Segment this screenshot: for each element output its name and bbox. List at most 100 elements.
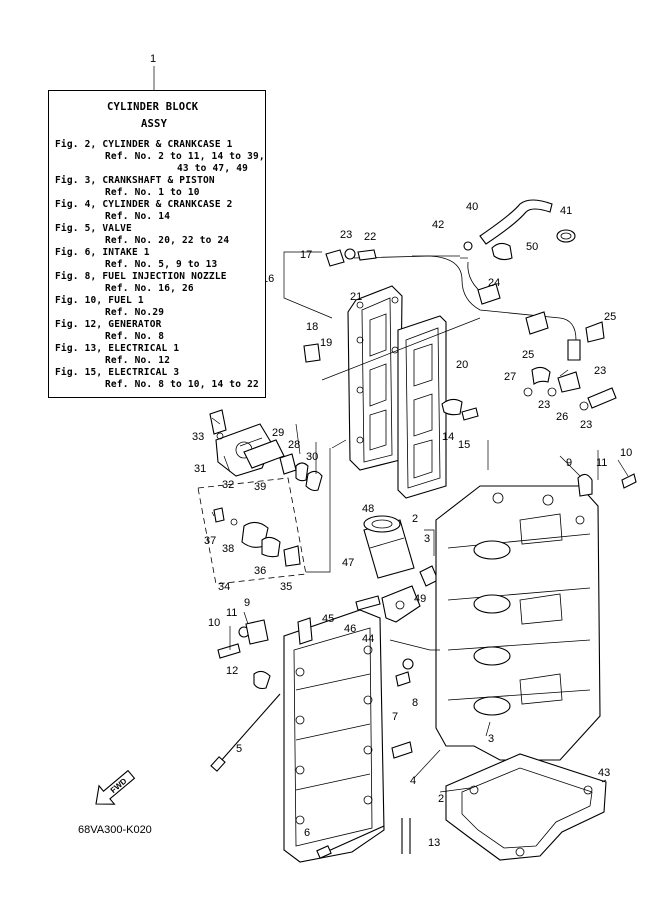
callout: 48: [362, 503, 374, 515]
callout: 12: [226, 665, 238, 677]
cover-gasket: [397, 315, 447, 499]
callout: 25: [522, 349, 534, 361]
callout: 45: [322, 613, 334, 625]
oil-filter-48: [363, 515, 415, 579]
legend-line: Ref. No. 2 to 11, 14 to 39,: [105, 151, 265, 162]
callout: 44: [362, 633, 374, 645]
callout: 50: [526, 241, 538, 253]
callout: 3: [488, 733, 494, 745]
callout: 19: [320, 337, 332, 349]
callout: 25: [604, 311, 616, 323]
hose-40: [479, 199, 553, 245]
bolts: [209, 343, 637, 859]
legend-line: Fig. 4, CYLINDER & CRANKCASE 2: [55, 199, 233, 210]
callout: 3: [424, 533, 430, 545]
callout: 24: [488, 277, 500, 289]
callout: 37: [204, 535, 216, 547]
callout: 35: [280, 581, 292, 593]
legend-line: Fig. 12, GENERATOR: [55, 319, 162, 330]
fwd-arrow: FWD: [95, 769, 136, 805]
callout: 10: [620, 447, 632, 459]
legend-line: Ref. No.29: [105, 307, 165, 318]
clip-50: [491, 242, 513, 261]
union-49: [419, 565, 439, 587]
callout: 40: [466, 201, 478, 213]
callout: 2: [412, 513, 418, 525]
callout: 21: [350, 291, 362, 303]
legend-line: Fig. 13, ELECTRICAL 1: [55, 343, 180, 354]
spring-29-28-30: [279, 453, 323, 492]
callout: 46: [344, 623, 356, 635]
base-gasket-43: [445, 753, 607, 861]
callout: 14: [442, 431, 454, 443]
legend-line: Fig. 2, CYLINDER & CRANKCASE 1: [55, 139, 233, 150]
callout: 34: [218, 581, 230, 593]
legend-line: Ref. No. 12: [105, 355, 171, 366]
legend-line: 43 to 47, 49: [177, 163, 249, 174]
legend-line: Fig. 8, FUEL INJECTION NOZZLE: [55, 271, 227, 282]
callout: 18: [306, 321, 318, 333]
legend-line: Ref. No. 8 to 10, 14 to 22: [105, 379, 259, 390]
callout-numbers: 1 2 2 3 3 4 5 6 7 8 9 9 10 10 11 11 12 1…: [150, 53, 632, 849]
callout: 6: [304, 827, 310, 839]
legend-subtitle: ASSY: [141, 118, 168, 130]
callout: 26: [556, 411, 568, 423]
callout: 23: [340, 229, 352, 241]
callout: 28: [288, 439, 300, 451]
legend-box: CYLINDER BLOCK ASSY Fig. 2, CYLINDER & C…: [48, 90, 266, 398]
callout: 7: [392, 711, 398, 723]
injector-17-22: [325, 241, 473, 267]
callout: 43: [598, 767, 610, 779]
callout: 10: [208, 617, 220, 629]
legend-title: CYLINDER BLOCK: [107, 101, 199, 113]
callout: 17: [300, 249, 312, 261]
callout: 1: [150, 53, 156, 65]
callout: 29: [272, 427, 284, 439]
callout: 11: [226, 607, 237, 619]
callout: 41: [560, 205, 572, 217]
callout: 9: [566, 457, 572, 469]
legend-line: Fig. 15, ELECTRICAL 3: [55, 367, 180, 378]
callout: 22: [364, 231, 376, 243]
gasket-32: [243, 439, 285, 469]
legend-line: Fig. 10, FUEL 1: [55, 295, 144, 306]
callout: 2: [438, 793, 444, 805]
callout: 20: [456, 359, 468, 371]
callout: 11: [596, 457, 607, 469]
callout: 9: [244, 597, 250, 609]
legend-line: Fig. 3, CRANKSHAFT & PISTON: [55, 175, 215, 186]
legend-line: Ref. No. 5, 9 to 13: [105, 259, 218, 270]
callout: 23: [580, 419, 592, 431]
legend-line: Ref. No. 14: [105, 211, 171, 222]
legend-line: Ref. No. 1 to 10: [105, 187, 200, 198]
callout: 27: [504, 371, 516, 383]
callout: 13: [428, 837, 440, 849]
callout: 39: [254, 481, 266, 493]
cylinder-block: [435, 473, 601, 761]
callout: 4: [410, 775, 416, 787]
hose-clip-41: [556, 229, 576, 243]
callout: 47: [342, 557, 354, 569]
leader-lines: [211, 251, 629, 793]
legend-line: Fig. 5, VALVE: [55, 223, 132, 234]
callout: 5: [236, 743, 242, 755]
callout: 33: [192, 431, 204, 443]
cylinder-head-cover: [347, 285, 403, 471]
legend-line: Fig. 6, INTAKE 1: [55, 247, 150, 258]
oil-pressure-unit-44: [381, 585, 421, 623]
document-code: 68VA300-K020: [78, 824, 152, 836]
hose-lines: [353, 255, 617, 411]
callout: 32: [222, 479, 234, 491]
callout: 8: [412, 697, 418, 709]
thermostat-group-box: [197, 477, 307, 585]
callout: 15: [458, 439, 470, 451]
callout: 23: [594, 365, 606, 377]
callout: 42: [432, 219, 444, 231]
callout: 38: [222, 543, 234, 555]
callout: 31: [194, 463, 206, 475]
callout: 36: [254, 565, 266, 577]
legend-line: Ref. No. 8: [105, 331, 165, 342]
callout: 23: [538, 399, 550, 411]
callout: 49: [414, 593, 426, 605]
